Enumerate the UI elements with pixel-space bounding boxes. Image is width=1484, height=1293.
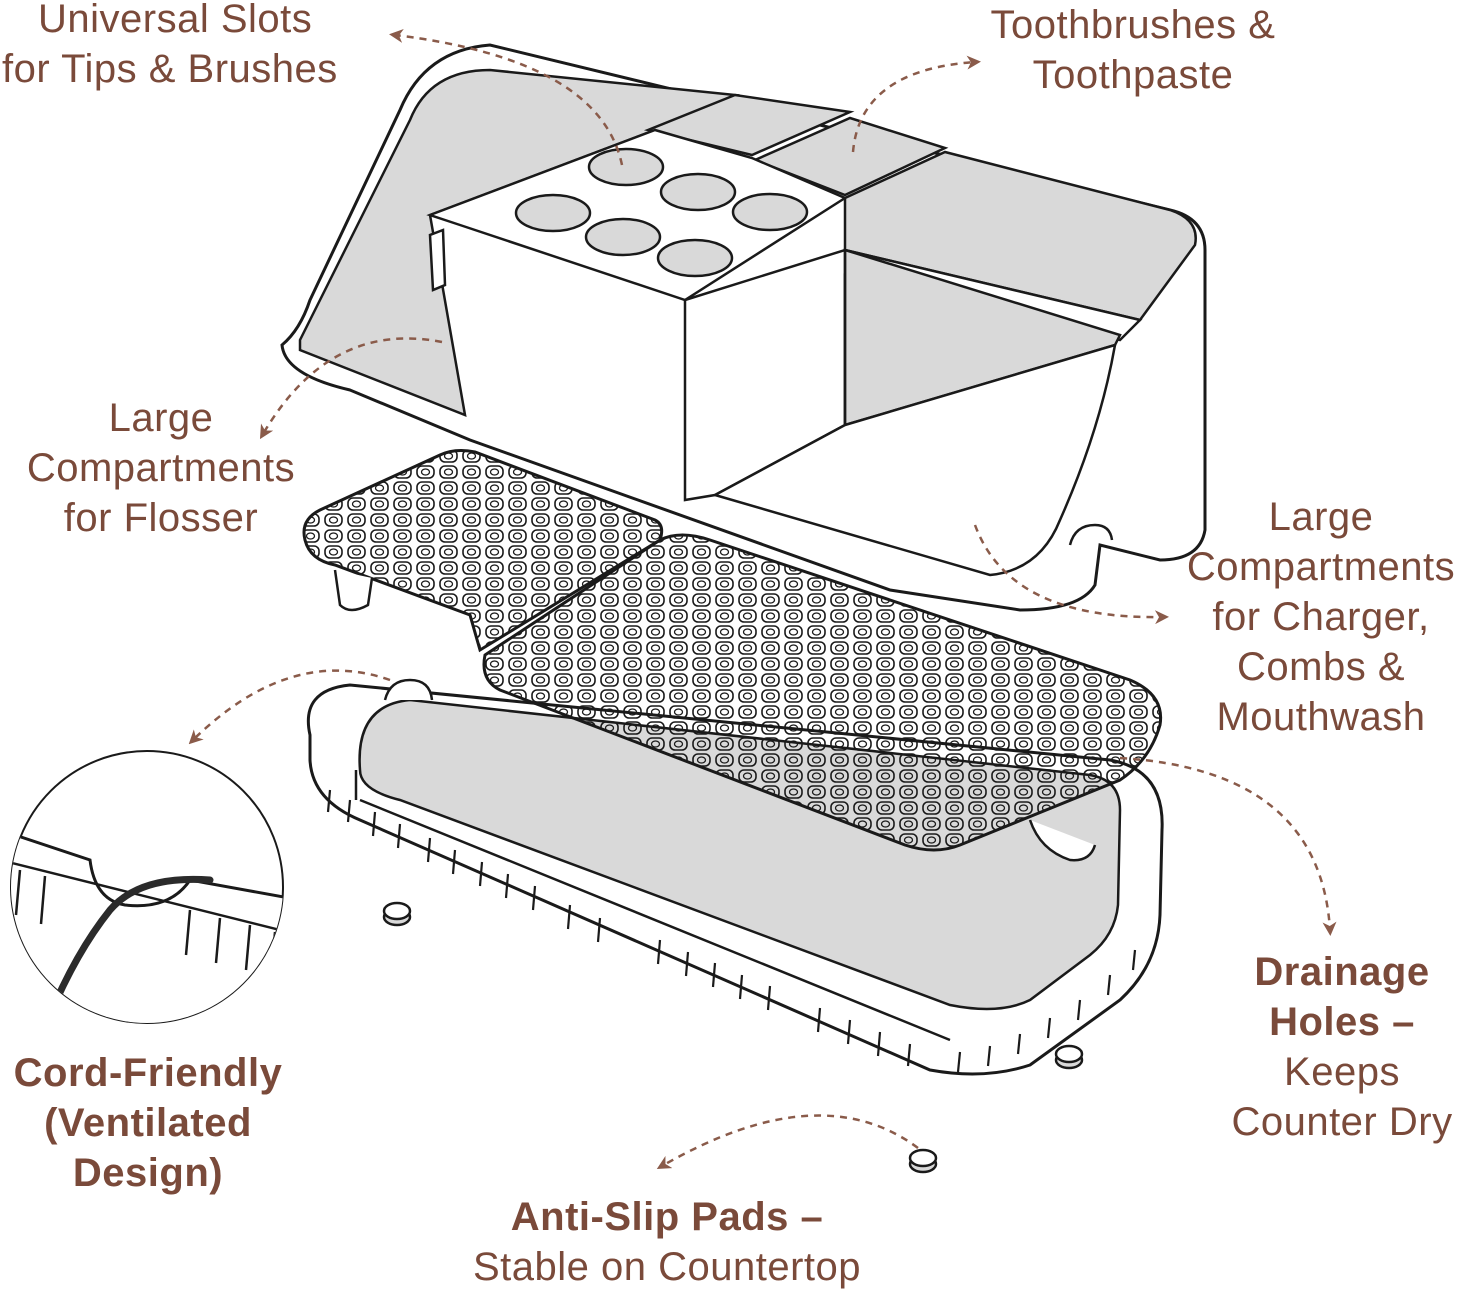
callout-universal-slots: Universal Slots for Tips & Brushes: [2, 0, 338, 94]
arrow-toothbrushes: [851, 55, 981, 153]
arrow-universal-slots: [389, 29, 624, 166]
arrow-flosser: [259, 337, 443, 440]
pad-3: [908, 1148, 938, 1174]
drain-mat-large: [482, 533, 1163, 852]
callout-line: Large: [1268, 495, 1374, 539]
vent-slots: [326, 789, 1137, 1073]
arrow-cord: [188, 669, 391, 745]
arrow-charger: [973, 524, 1169, 625]
pad-1: [382, 901, 412, 927]
drain-mat-small: [302, 449, 664, 653]
callout-line: Toothbrushes &: [990, 3, 1276, 47]
callout-line: Cord-Friendly: [13, 1051, 283, 1095]
callout-flosser: Large Compartments for Flosser: [0, 393, 322, 543]
callout-cord: Cord-Friendly (Ventilated Design): [0, 1048, 296, 1198]
callout-line: Design): [72, 1151, 224, 1195]
callout-line: Drainage: [1254, 950, 1430, 994]
callout-line: Large: [108, 396, 214, 440]
callout-line: Universal Slots: [38, 0, 313, 41]
callout-line: Compartments: [1186, 545, 1456, 589]
callout-drainage: Drainage Holes – Keeps Counter Dry: [1210, 947, 1474, 1147]
callout-line: Anti-Slip Pads –: [510, 1195, 824, 1239]
callout-line: for Flosser: [63, 496, 259, 540]
callout-line: Keeps: [1284, 1050, 1400, 1094]
brush-slots: [514, 147, 809, 278]
callout-anti-slip: Anti-Slip Pads – Stable on Countertop: [430, 1192, 904, 1292]
callout-line: Stable on Countertop: [472, 1245, 862, 1289]
callout-line: (Ventilated: [44, 1101, 252, 1145]
arrow-drainage: [1119, 756, 1337, 936]
callout-line: Holes –: [1269, 1000, 1415, 1044]
organizer-body: [280, 43, 1207, 612]
anti-slip-pads: [382, 901, 1084, 1174]
arrow-anti-slip: [656, 1114, 919, 1169]
callout-line: Counter Dry: [1231, 1100, 1453, 1144]
callout-toothbrushes: Toothbrushes & Toothpaste: [972, 0, 1294, 100]
callout-line: Compartments: [26, 446, 296, 490]
callout-line: Mouthwash: [1216, 695, 1426, 739]
pad-2: [1054, 1044, 1084, 1070]
callout-line: Toothpaste: [1032, 53, 1234, 97]
callout-charger: Large Compartments for Charger, Combs & …: [1160, 492, 1482, 742]
dashed-arrows: [188, 29, 1337, 1169]
callout-line: Combs &: [1237, 645, 1405, 689]
cord-detail-magnifier: [10, 750, 284, 1024]
callout-line: for Tips & Brushes: [2, 47, 338, 91]
callout-line: for Charger,: [1212, 595, 1430, 639]
